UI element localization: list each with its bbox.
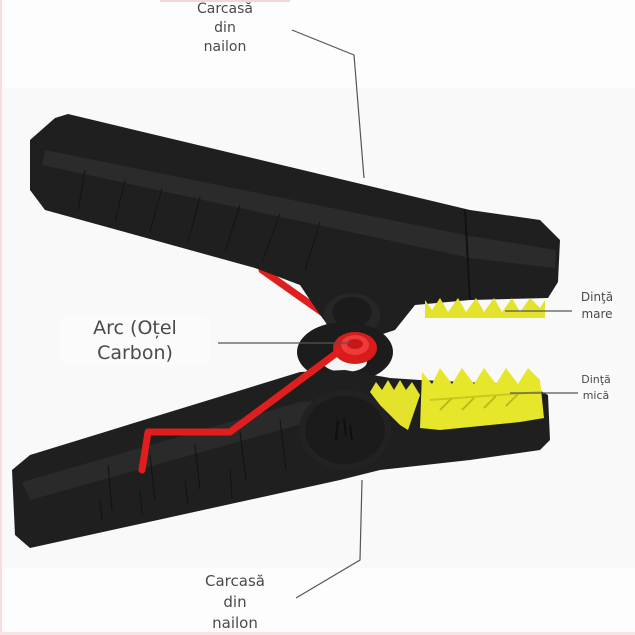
background-bottom xyxy=(0,568,635,635)
label-large-tooth-line2: mare xyxy=(581,307,613,321)
label-bottom-housing-line1: Carcasă xyxy=(205,572,265,590)
label-spring: Arc (Oțel Carbon) xyxy=(60,316,210,366)
label-large-tooth-line1: Dinţă xyxy=(580,290,614,304)
label-small-tooth: Dinţă mică xyxy=(576,372,616,404)
large-tooth-set xyxy=(425,298,545,318)
label-spring-line2: Carbon) xyxy=(97,342,173,364)
label-spring-line1: Arc (Oțel xyxy=(93,317,177,339)
label-top-housing-line3: nailon xyxy=(203,39,247,55)
leader-lines xyxy=(218,29,578,599)
background-top xyxy=(0,0,635,88)
leader-top-housing xyxy=(291,29,365,179)
label-small-tooth-line2: mică xyxy=(582,389,610,402)
border-left xyxy=(0,0,2,635)
label-top-housing: Carcasă din nailon xyxy=(180,0,270,57)
spring-wire-lower xyxy=(138,348,342,474)
label-bottom-housing: Carcasă din nailon xyxy=(180,571,290,634)
lower-jaw xyxy=(12,370,550,548)
border-bottom xyxy=(0,632,635,635)
upper-jaw xyxy=(30,114,560,340)
border-top xyxy=(160,0,290,2)
label-top-housing-line2: din xyxy=(214,20,236,36)
label-large-tooth: Dinţă mare xyxy=(572,289,622,323)
label-small-tooth-line1: Dinţă xyxy=(581,373,611,386)
spring-coil xyxy=(333,332,377,364)
label-top-housing-line1: Carcasă xyxy=(197,1,253,17)
label-bottom-housing-line3: nailon xyxy=(212,614,258,632)
label-bottom-housing-line2: din xyxy=(223,593,247,611)
small-tooth-set xyxy=(370,368,544,430)
leader-bottom-housing xyxy=(295,479,363,599)
